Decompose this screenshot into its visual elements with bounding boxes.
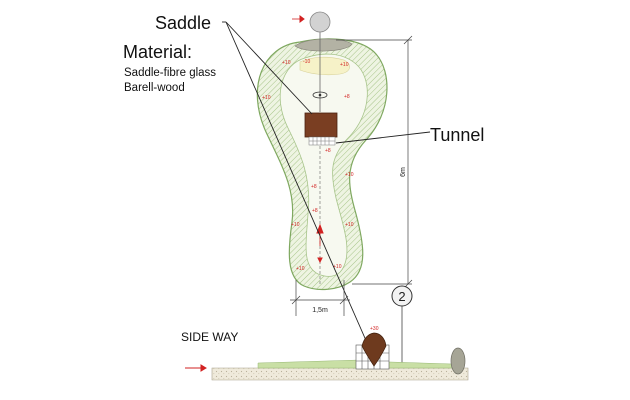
tunnel-plan xyxy=(308,136,336,146)
width-dimension xyxy=(290,280,350,316)
elev-bottom-right: +10 xyxy=(333,264,342,270)
side-view-ground xyxy=(211,367,469,381)
material-title: Material: xyxy=(123,42,193,62)
tunnel-label: Tunnel xyxy=(430,125,485,145)
elev-tunnel-below: +8 xyxy=(325,148,331,154)
center-target-mark xyxy=(312,91,328,99)
side-view-saddle xyxy=(361,332,387,367)
elev-lower-left: +10 xyxy=(291,222,300,228)
center-point-mark xyxy=(318,93,322,97)
elev-lower-right: +10 xyxy=(345,222,354,228)
elev-inner-top: -10 xyxy=(303,59,310,65)
elev-bottom-left: +10 xyxy=(296,266,305,272)
elev-inner-top-right: +10 xyxy=(340,62,349,68)
track-inner-field xyxy=(279,53,368,277)
height-dimension xyxy=(336,35,413,289)
height-dimension-label: 6m xyxy=(400,167,407,177)
inner-top-area xyxy=(299,56,350,76)
elev-left-side: +10 xyxy=(262,95,271,101)
barrel-plan xyxy=(304,112,338,138)
elev-mid-center: +8 xyxy=(311,184,317,190)
material-line-barrel: Barell-wood xyxy=(124,82,185,94)
material-line-saddle: Saddle-fibre glass xyxy=(124,67,217,79)
pole-top-symbol xyxy=(309,11,331,33)
side-view-arrow xyxy=(185,364,207,372)
elev-top-left: +10 xyxy=(282,60,291,66)
saddle-label: Saddle xyxy=(155,13,212,33)
elev-mid-right: +10 xyxy=(345,172,354,178)
reference-marker-label: 2 xyxy=(398,289,405,304)
elev-upper-right: +8 xyxy=(344,94,350,100)
top-rock-band xyxy=(294,38,353,52)
width-dimension-label: 1,5m xyxy=(312,307,328,314)
side-view-elevation: +30 xyxy=(370,326,379,332)
side-way-label: SIDE WAY xyxy=(181,330,239,344)
elev-lower-center: +8 xyxy=(312,208,318,214)
direction-arrows xyxy=(292,15,324,264)
side-view-rock xyxy=(450,347,466,375)
